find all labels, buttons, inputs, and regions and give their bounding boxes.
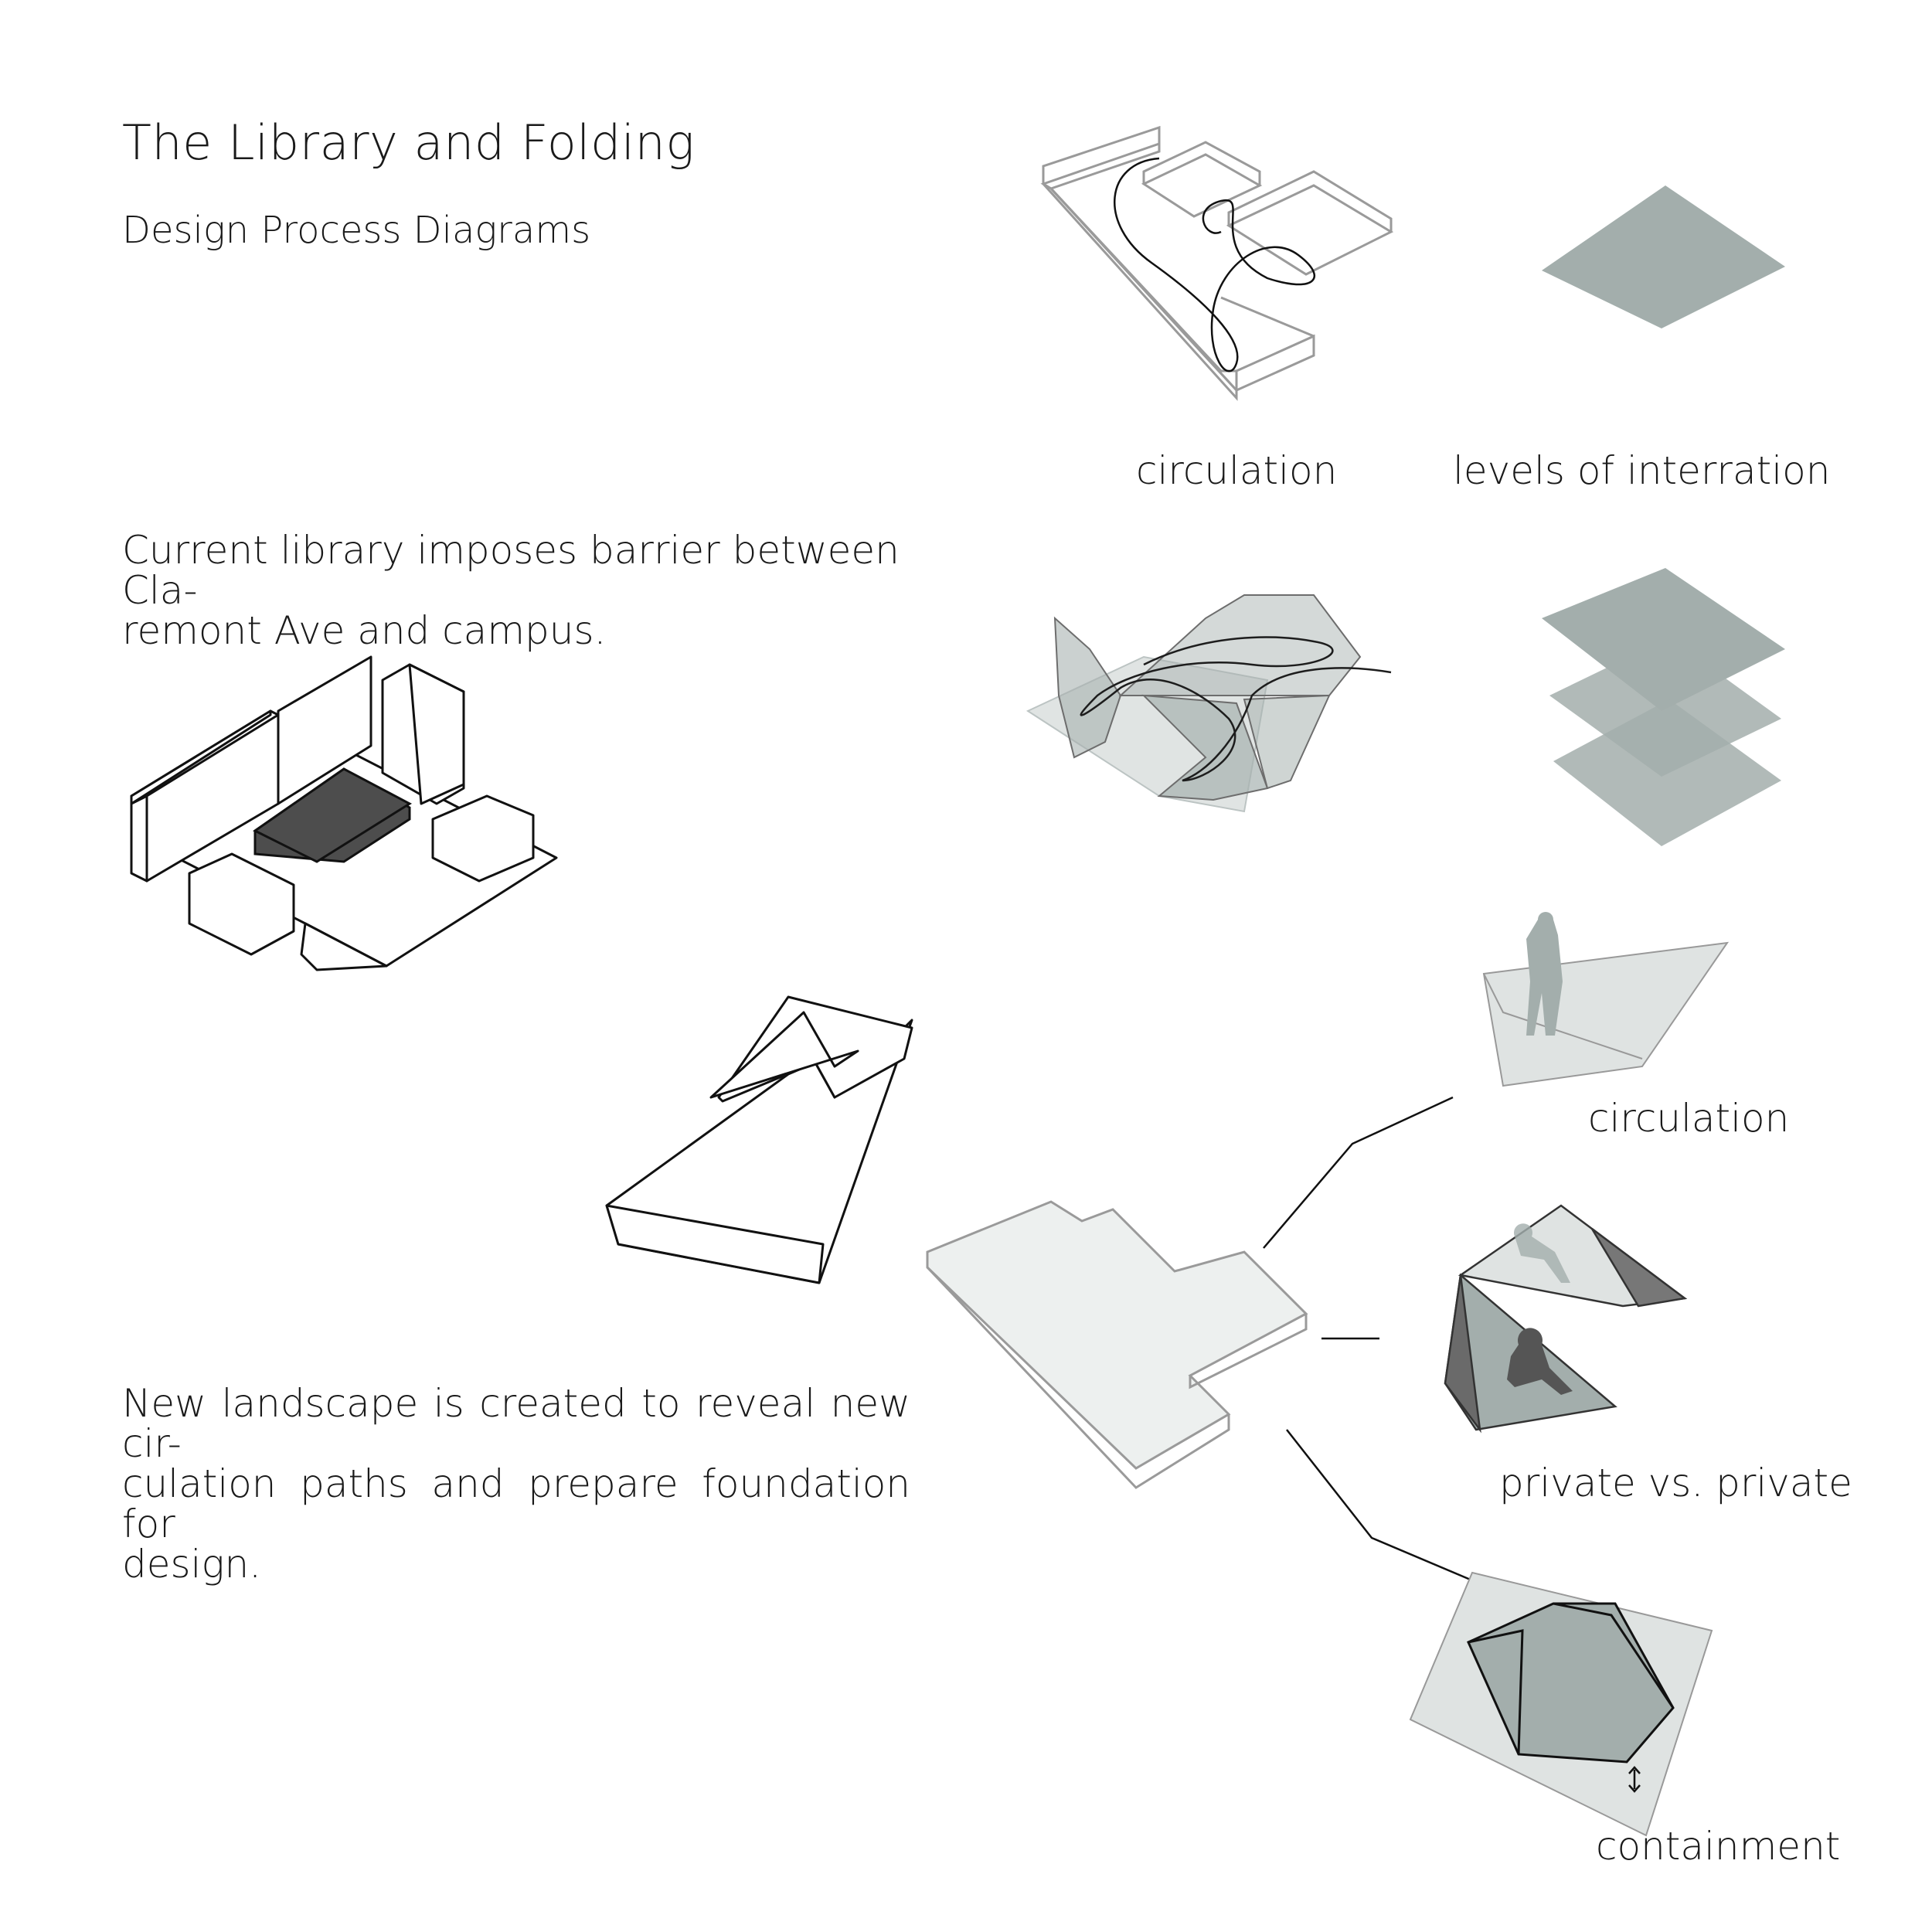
page-title: The Library and Folding	[122, 114, 696, 171]
landscape-fold-model	[605, 995, 913, 1284]
current-library-caption: Current library imposes barrier between …	[122, 528, 900, 653]
base-plan-slab	[926, 1200, 1308, 1489]
folded-volume-diagram	[1026, 594, 1392, 813]
label-levels: levels of interration	[1453, 448, 1831, 493]
circulation-ramp-diagram	[1482, 912, 1730, 1087]
standing-person-icon	[1526, 912, 1563, 1036]
reclining-person-icon	[1513, 1223, 1570, 1283]
label-circulation-top: circulation	[1136, 448, 1338, 493]
private-shelter-diagram	[1444, 1204, 1688, 1434]
seated-person-icon	[1507, 1328, 1573, 1395]
site-massing-model	[130, 655, 558, 971]
circulation-boxes	[1040, 125, 1394, 401]
new-landscape-caption: New landscape is created to reveal new c…	[122, 1381, 910, 1587]
label-private: private vs. private	[1499, 1461, 1852, 1505]
circulation-path	[1114, 157, 1315, 372]
branch-connectors	[1263, 1096, 1473, 1582]
label-circulation-branch: circulation	[1588, 1096, 1790, 1141]
containment-diagram	[1409, 1571, 1713, 1837]
stacked-level-planes	[1542, 568, 1785, 846]
label-containment: containment	[1596, 1824, 1841, 1869]
single-level-plane	[1542, 185, 1785, 328]
page-subtitle: Design Process Diagrams	[122, 209, 591, 252]
height-arrow-icon	[1628, 1766, 1641, 1793]
